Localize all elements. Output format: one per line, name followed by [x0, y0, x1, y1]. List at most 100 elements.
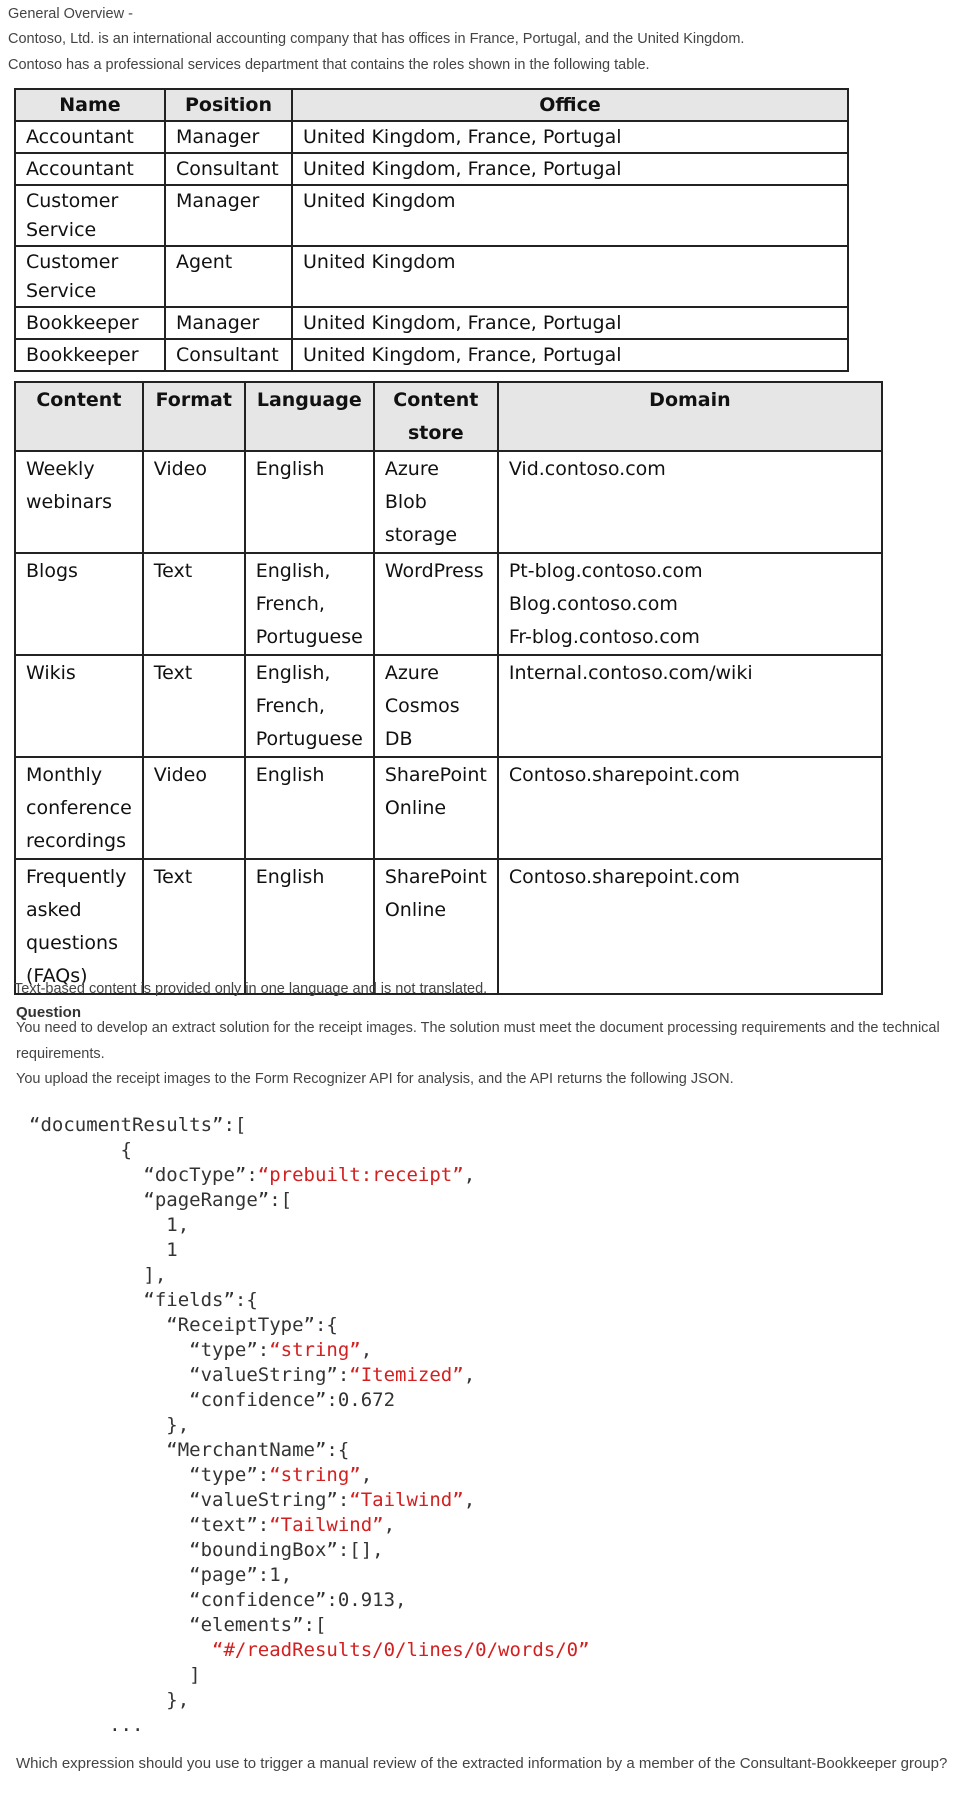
code-string-value: “string” — [269, 1464, 361, 1486]
code-token: }, — [29, 1689, 190, 1711]
code-token: “valueString”: — [29, 1364, 350, 1386]
table-cell: Manager — [164, 184, 293, 247]
table-cell: English — [243, 450, 375, 554]
code-line: “fields”:{ — [29, 1288, 590, 1313]
code-token: “valueString”: — [29, 1489, 350, 1511]
table-cell: Video — [141, 450, 246, 554]
code-line: “page”:1, — [29, 1563, 590, 1588]
code-token: “pageRange”:[ — [29, 1189, 293, 1211]
code-line: “confidence”:0.672 — [29, 1388, 590, 1413]
code-token: “boundingBox”:[], — [29, 1539, 384, 1561]
overview-line-2: Contoso has a professional services depa… — [8, 57, 650, 73]
table-cell: Text — [141, 858, 246, 995]
table-cell: Agent — [164, 245, 293, 308]
code-line: 1, — [29, 1213, 590, 1238]
overview-line-1: Contoso, Ltd. is an international accoun… — [8, 31, 745, 47]
code-line: “pageRange”:[ — [29, 1188, 590, 1213]
code-token: }, — [29, 1414, 190, 1436]
table-cell: SharePoint Online — [372, 756, 499, 860]
table-cell: Contoso.sharepoint.com — [496, 756, 884, 860]
table-cell: Weekly webinars — [14, 450, 144, 554]
code-line: ], — [29, 1263, 590, 1288]
table-cell: Azure Blob storage — [372, 450, 499, 554]
table-cell: Monthly conference recordings — [14, 756, 144, 860]
code-line: “docType”:“prebuilt:receipt”, — [29, 1163, 590, 1188]
code-string-value: “Tailwind” — [269, 1514, 384, 1536]
code-token: { — [29, 1139, 132, 1161]
code-token: ], — [29, 1264, 167, 1286]
table-cell: United Kingdom — [291, 184, 849, 247]
code-line: “confidence”:0.913, — [29, 1588, 590, 1613]
code-token: 1, — [29, 1214, 190, 1236]
code-string-value: “prebuilt:receipt” — [257, 1164, 464, 1186]
table-cell: WordPress — [372, 552, 499, 656]
code-token: ... — [29, 1714, 144, 1736]
table-cell: English, French, Portuguese — [243, 552, 375, 656]
table-cell: Consultant — [164, 338, 293, 372]
code-token: , — [360, 1339, 373, 1361]
code-line: ] — [29, 1663, 590, 1688]
code-token: “fields”:{ — [29, 1289, 258, 1311]
code-token: , — [463, 1164, 476, 1186]
table-cell: Bookkeeper — [14, 306, 166, 340]
code-string-value: “Tailwind” — [349, 1489, 464, 1511]
code-line: ... — [29, 1713, 590, 1738]
table-cell: Accountant — [14, 152, 166, 186]
code-token — [29, 1639, 212, 1661]
table-cell: Consultant — [164, 152, 293, 186]
table-cell: United Kingdom, France, Portugal — [291, 338, 849, 372]
table-cell: Text — [141, 552, 246, 656]
question-paragraph-2: You upload the receipt images to the For… — [16, 1071, 734, 1087]
table-cell: Customer Service — [14, 184, 166, 247]
translation-note: Text-based content is provided only in o… — [14, 981, 488, 997]
table-cell: United Kingdom — [291, 245, 849, 308]
roles-header-cell: Name — [14, 88, 166, 122]
roles-header-cell: Position — [164, 88, 293, 122]
code-token: “elements”:[ — [29, 1614, 327, 1636]
content-header-cell: Content — [14, 381, 144, 452]
content-header-cell: Language — [243, 381, 375, 452]
table-cell: Internal.contoso.com/wiki — [496, 654, 884, 758]
table-cell: Manager — [164, 120, 293, 154]
table-cell: Blogs — [14, 552, 144, 656]
code-line: “valueString”:“Itemized”, — [29, 1363, 590, 1388]
code-line: “type”:“string”, — [29, 1338, 590, 1363]
question-paragraph-1: You need to develop an extract solution … — [16, 1020, 940, 1062]
code-token: , — [463, 1364, 476, 1386]
code-line: “text”:“Tailwind”, — [29, 1513, 590, 1538]
table-cell: Video — [141, 756, 246, 860]
code-line: “#/readResults/0/lines/0/words/0” — [29, 1638, 590, 1663]
code-token: “type”: — [29, 1339, 270, 1361]
code-string-value: “#/readResults/0/lines/0/words/0” — [212, 1639, 590, 1661]
code-token: “text”: — [29, 1514, 270, 1536]
table-cell: English, French, Portuguese — [243, 654, 375, 758]
code-line: “type”:“string”, — [29, 1463, 590, 1488]
code-token: “MerchantName”:{ — [29, 1439, 350, 1461]
code-token: , — [383, 1514, 396, 1536]
table-cell: Customer Service — [14, 245, 166, 308]
code-line: 1 — [29, 1238, 590, 1263]
table-cell: Contoso.sharepoint.com — [496, 858, 884, 995]
code-line: “ReceiptType”:{ — [29, 1313, 590, 1338]
code-string-value: “string” — [269, 1339, 361, 1361]
table-cell: Azure Cosmos DB — [372, 654, 499, 758]
code-token: “docType”: — [29, 1164, 258, 1186]
json-code-block: “documentResults”:[ { “docType”:“prebuil… — [29, 1113, 590, 1738]
question-heading: Question — [16, 1004, 82, 1021]
table-cell: United Kingdom, France, Portugal — [291, 152, 849, 186]
code-string-value: “Itemized” — [349, 1364, 464, 1386]
code-token: “confidence”:0.672 — [29, 1389, 396, 1411]
